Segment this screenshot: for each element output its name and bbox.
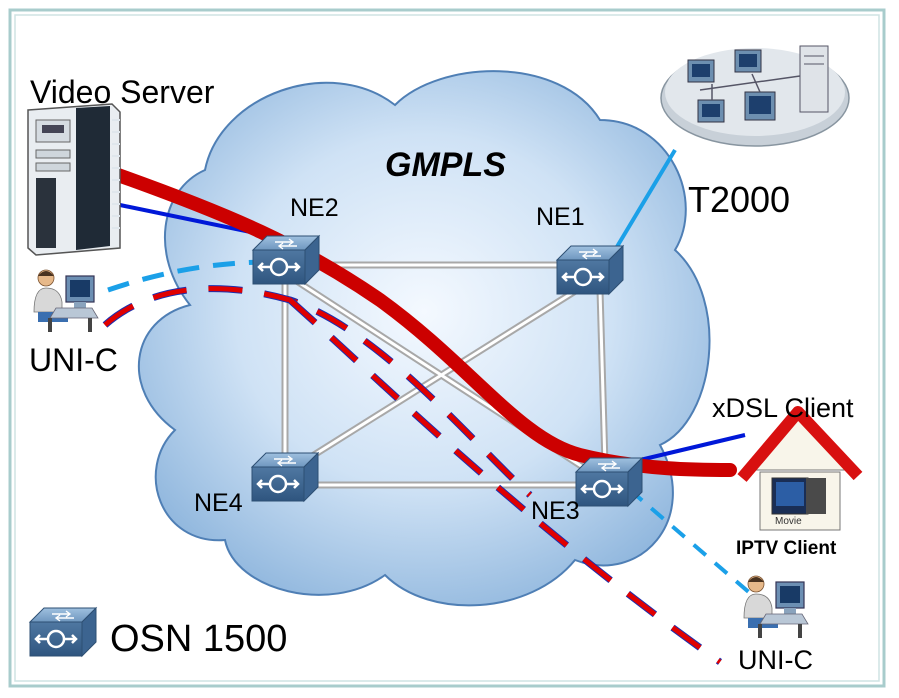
video-service-path [111,168,737,477]
ne-mesh-links-inner [283,263,607,487]
uni-c-right-label: UNI-C [738,645,813,675]
ne2-label: NE2 [290,194,339,222]
video-server-icon [27,103,121,256]
t2000-network-cluster-icon [660,45,850,147]
t2000-link [613,148,677,252]
ne3-switch-icon [574,456,644,508]
gmpls-label: GMPLS [385,146,506,184]
uni-c-right-mgmt-link [628,488,760,602]
video-server-label: Video Server [30,74,215,110]
diagram-frame-inner [14,14,880,682]
legend-osn-switch-icon [28,606,98,658]
ne3-label: NE3 [531,497,580,525]
ne1-switch-icon [555,244,625,296]
uni-c-left-mgmt-link [107,259,271,293]
movie-label: Movie [775,516,802,527]
t2000-label: T2000 [688,179,791,220]
iptv-client-label: IPTV Client [736,538,837,559]
ne1-label: NE1 [536,203,585,231]
iptv-client-house-icon [737,406,863,531]
xdsl-blue-link [639,433,746,462]
legend-osn-label: OSN 1500 [110,618,288,660]
xdsl-client-label: xDSL Client [712,393,854,423]
ne2-switch-icon [251,234,321,286]
uni-c-left-label: UNI-C [29,342,118,378]
ne4-switch-icon [250,451,320,503]
ne4-label: NE4 [194,489,243,517]
